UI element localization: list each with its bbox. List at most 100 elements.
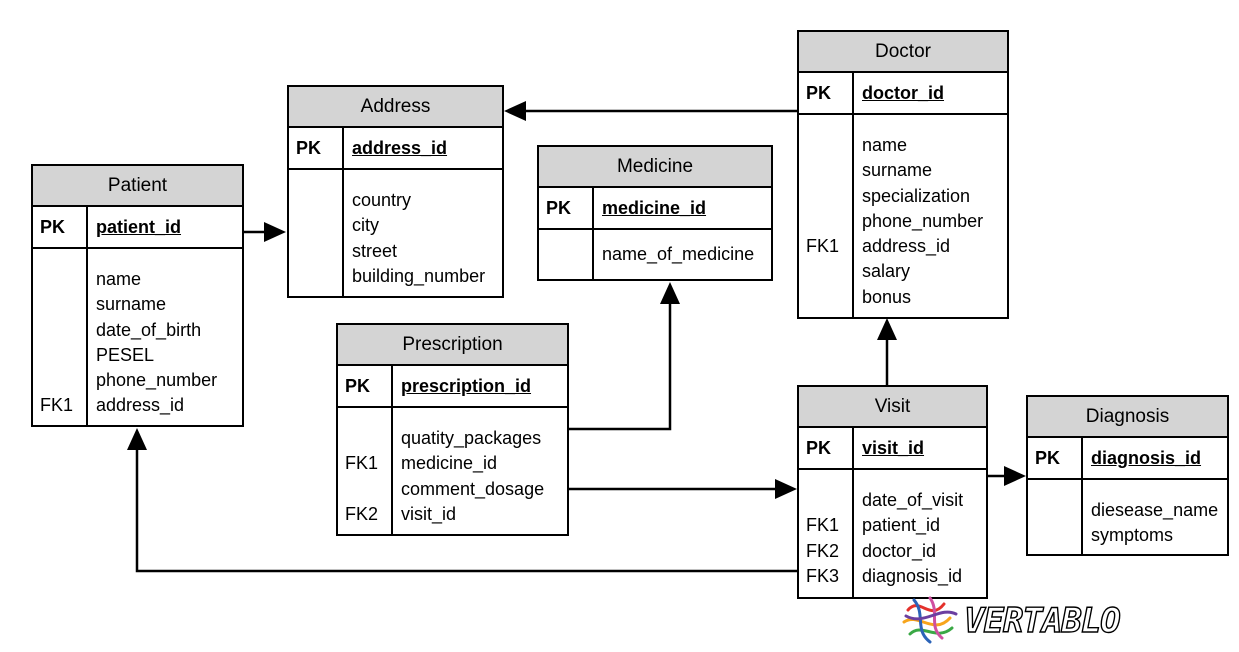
fk-tag	[799, 158, 852, 183]
attribute-diagnosis-id: diagnosis_id	[862, 565, 963, 586]
logo-stroke	[906, 602, 946, 612]
relation-visit-patient	[127, 428, 797, 573]
entity-title: Address	[289, 87, 502, 128]
primary-key-row: PK doctor_id	[799, 73, 1007, 115]
attribute-name-of-medicine: name_of_medicine	[602, 244, 755, 264]
logo-stroke	[908, 626, 954, 636]
attribute-symptoms: symptoms	[1091, 525, 1174, 546]
fk-tag	[33, 292, 86, 317]
relation-visit-doctor	[877, 318, 897, 386]
entity-title: Visit	[799, 387, 986, 428]
attribute-list: quatity_packages medicine_id comment_dosag…	[393, 408, 567, 534]
fk-tag: FK1	[40, 395, 74, 416]
fk-tag	[289, 264, 342, 289]
fk-tag	[338, 477, 391, 502]
primary-key-row: PK visit_id	[799, 428, 986, 470]
primary-key-row: PK patient_id	[33, 207, 242, 249]
logo-wordmark: VERTABLO	[964, 601, 1120, 641]
fk-tag: FK1	[806, 515, 840, 536]
primary-key-row: PK prescription_id	[338, 366, 567, 408]
pk-tag: PK	[539, 188, 594, 228]
fk-tag	[539, 242, 592, 267]
attribute-name: name	[862, 135, 908, 155]
attribute-list: date_of_visit patient_id doctor_id diagnosi…	[854, 470, 986, 597]
attribute-date-of-visit: date_of_visit	[862, 490, 964, 510]
relation-prescription-visit	[568, 479, 797, 499]
fk-tag: FK2	[345, 503, 379, 524]
logo-stroke	[904, 610, 958, 621]
fk-tag: FK3	[806, 565, 840, 586]
fk-tags	[1028, 480, 1083, 554]
relation-prescription-medicine	[568, 282, 680, 431]
fk-tag	[799, 184, 852, 209]
fk-tags: FK1	[799, 115, 854, 317]
fk-tag: FK1	[806, 236, 840, 257]
pk-field: medicine_id	[602, 198, 707, 218]
entity-title: Patient	[33, 166, 242, 207]
relation-patient-address	[244, 222, 286, 242]
fk-tag	[799, 285, 852, 310]
entity-doctor[interactable]: Doctor PK doctor_id FK1 name surname speci…	[797, 30, 1009, 319]
pk-tag: PK	[33, 207, 88, 247]
pk-field: address_id	[352, 138, 448, 158]
fk-tag: FK1	[345, 453, 379, 474]
fk-tag: FK2	[806, 540, 840, 561]
attribute-building-number: building_number	[352, 265, 486, 286]
attribute-street: street	[352, 240, 398, 261]
attribute-comment-dosage: comment_dosage	[401, 478, 545, 499]
entity-prescription[interactable]: Prescription PK prescription_id FK1 FK2 …	[336, 323, 569, 536]
fk-tag	[338, 426, 391, 451]
fk-tags	[539, 230, 594, 279]
fk-tag	[289, 213, 342, 238]
pk-tag: PK	[1028, 438, 1083, 478]
attribute-rows: name_of_medicine	[539, 230, 771, 279]
attribute-list: name_of_medicine	[594, 230, 771, 279]
fk-tag	[33, 368, 86, 393]
fk-tag	[799, 488, 852, 513]
primary-key-row: PK medicine_id	[539, 188, 771, 230]
pk-tag: PK	[799, 73, 854, 113]
entity-title: Diagnosis	[1028, 397, 1227, 438]
fk-tag	[1028, 498, 1081, 523]
attribute-city: city	[352, 215, 379, 236]
attribute-phone-number: phone_number	[96, 370, 218, 391]
attribute-address-id: address_id	[862, 236, 951, 257]
entity-title: Doctor	[799, 32, 1007, 73]
attribute-visit-id: visit_id	[401, 503, 457, 524]
attribute-quatity-packages: quatity_packages	[401, 428, 542, 448]
pk-field: doctor_id	[862, 83, 945, 103]
entity-title: Prescription	[338, 325, 567, 366]
fk-tags: FK1 FK2	[338, 408, 393, 534]
attribute-medicine-id: medicine_id	[401, 453, 498, 474]
pk-field: prescription_id	[401, 376, 532, 396]
attribute-surname: surname	[862, 160, 933, 181]
attribute-doctor-id: doctor_id	[862, 540, 937, 561]
attribute-bonus: bonus	[862, 286, 912, 307]
attribute-rows: FK1 name surname specialization phone_numbe…	[799, 115, 1007, 317]
fk-tag	[33, 318, 86, 343]
logo-stroke	[928, 596, 944, 640]
attribute-specialization: specialization	[862, 185, 971, 206]
entity-medicine[interactable]: Medicine PK medicine_id name_of_medicine	[537, 145, 773, 281]
fk-tag	[799, 209, 852, 234]
attribute-patient-id: patient_id	[862, 515, 941, 536]
fk-tag	[289, 239, 342, 264]
attribute-phone-number: phone_number	[862, 210, 984, 231]
pk-field: visit_id	[862, 438, 925, 458]
vertabelo-logo: VERTABLO	[900, 592, 1140, 647]
primary-key-row: PK address_id	[289, 128, 502, 170]
